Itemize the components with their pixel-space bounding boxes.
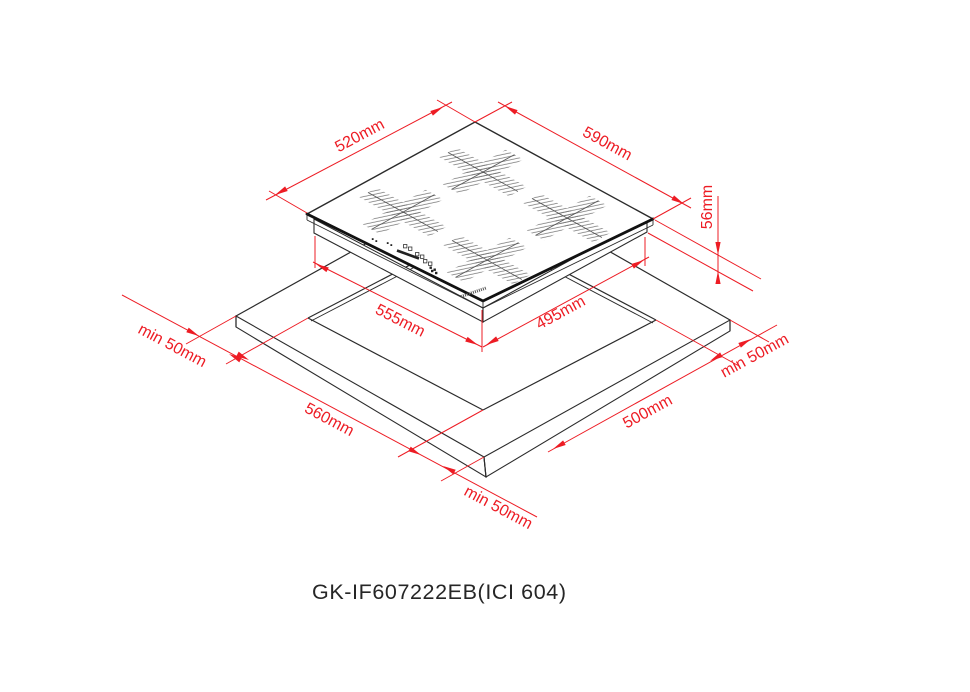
zone-key-grid-icon (433, 268, 436, 271)
extension-line (729, 319, 770, 343)
control-panel (371, 238, 438, 275)
countertop (235, 178, 731, 479)
cooktop (305, 121, 655, 323)
arrowhead (236, 351, 249, 360)
arrowhead (738, 339, 751, 348)
arrowhead (430, 107, 443, 116)
dimension-line (547, 324, 778, 453)
zone-key-icon (428, 261, 433, 266)
extension-line (436, 99, 476, 123)
extension-line (440, 456, 485, 482)
slider-bar-icon (396, 249, 420, 260)
zone-key-grid-icon (435, 271, 438, 275)
dimension-line (497, 101, 692, 209)
touch-dot-icon (371, 238, 374, 240)
arrowhead (553, 440, 566, 449)
arrowhead (316, 264, 329, 273)
dimension-label-56: 56mm (699, 185, 716, 229)
arrowhead (465, 336, 478, 345)
arrowhead (505, 106, 518, 115)
extension-line (655, 319, 740, 367)
countertop-front-corner-edge (483, 456, 487, 478)
zone-key-icon (408, 246, 413, 251)
extension-line (647, 232, 754, 292)
extension-line (268, 190, 308, 214)
zone-key-icon (420, 254, 425, 259)
dimension-56: 56mm (647, 185, 762, 292)
arrowhead (186, 327, 199, 336)
arrowhead (443, 466, 456, 475)
arrowhead (631, 260, 644, 269)
dimension-line (312, 261, 483, 348)
cutout-front-left-edge (307, 317, 484, 411)
dimension-line (482, 256, 650, 348)
arrowhead (486, 336, 499, 345)
arrowhead (710, 352, 723, 361)
extension-line (474, 101, 513, 123)
arrowhead (715, 242, 721, 255)
zone-key-icon (415, 252, 420, 257)
arrowhead (229, 354, 242, 363)
zone-key-grid-icon (431, 269, 434, 273)
zone-key-icon (403, 244, 408, 249)
arrowhead (671, 195, 684, 204)
touch-dot-icon (375, 240, 378, 242)
touch-dot-icon (390, 244, 393, 246)
cutout-front-right-edge (482, 319, 657, 411)
arrowhead (408, 446, 421, 455)
extension-line (654, 219, 762, 280)
model-number: GK-IF607222EB(ICI 604) (312, 580, 567, 604)
arrowhead (275, 186, 288, 195)
dimension-line (265, 101, 453, 201)
arrowhead (715, 271, 721, 284)
extension-line (652, 197, 692, 220)
brand-logo-stripe (460, 286, 487, 298)
touch-dot-icon (386, 242, 389, 244)
extension-line (185, 315, 237, 345)
zone-key-grid-icon (429, 266, 432, 269)
zone-key-icon (423, 259, 428, 264)
